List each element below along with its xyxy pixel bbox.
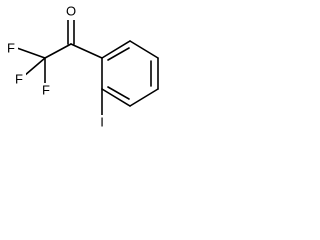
ring-bond-2 bbox=[129, 40, 159, 59]
oxygen-atom-label: O bbox=[66, 3, 76, 18]
ring-bond-4 bbox=[129, 88, 159, 107]
cf-bond-2 bbox=[23, 57, 46, 77]
c-aryl-bond bbox=[70, 43, 103, 59]
fluorine-atom-label-2: F bbox=[15, 71, 23, 86]
fluorine-2-label-background bbox=[12, 72, 26, 88]
iodine-label-background bbox=[96, 115, 108, 131]
fluorine-atom-label-1: F bbox=[7, 40, 15, 55]
fluorine-3-label-background bbox=[39, 83, 53, 99]
fluorine-1-label-background bbox=[4, 41, 18, 57]
iodine-atom-label: I bbox=[100, 114, 104, 129]
oxygen-label-background bbox=[64, 4, 78, 20]
c-c-bond-cf3 bbox=[44, 43, 72, 59]
ring-double-bond-3 bbox=[107, 86, 130, 100]
fluorine-atom-label-3: F bbox=[42, 82, 50, 97]
ring-bond-5 bbox=[101, 88, 131, 107]
chemical-structure-diagram: O F F F I bbox=[4, 3, 159, 131]
ring-bond-1 bbox=[101, 40, 131, 59]
ring-double-bond-1 bbox=[107, 47, 130, 61]
cf-bond-1 bbox=[16, 47, 46, 59]
